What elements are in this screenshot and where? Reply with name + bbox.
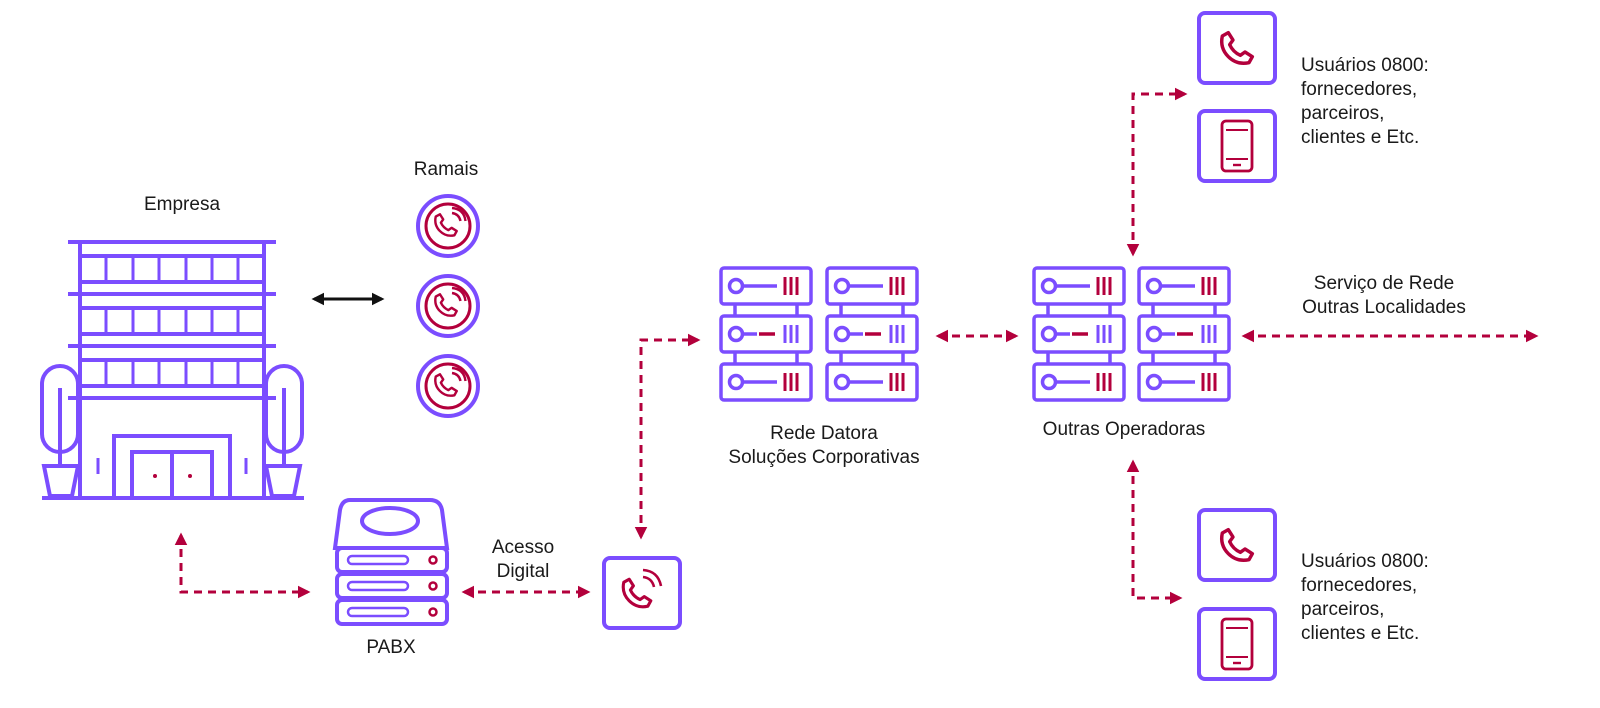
pabx-label: PABX: [366, 637, 416, 658]
operadoras-top-users-connector: [1126, 87, 1188, 257]
ramal-phone-icon: [418, 196, 478, 256]
server-rack-icon: [1032, 266, 1126, 402]
server-rack-icon: [719, 266, 813, 402]
pabx-icon: [332, 498, 450, 626]
usuarios-bottom-label: Usuários 0800:fornecedores,parceiros,cli…: [1301, 551, 1429, 644]
empresa-label: Empresa: [143, 194, 221, 215]
ramal-phone-icon: [418, 356, 478, 416]
building-pabx-connector: [174, 532, 311, 599]
server-rack-icon: [1137, 266, 1231, 402]
building-icon: [40, 240, 304, 500]
usuarios-top-label: Usuários 0800:fornecedores,parceiros,cli…: [1301, 55, 1429, 148]
digital-datora-connector: [634, 333, 701, 540]
ramal-phone-icon: [418, 276, 478, 336]
operadoras-bottom-users-connector: [1126, 459, 1183, 605]
digital-phone-icon: [602, 556, 682, 630]
mobile-icon: [1197, 109, 1277, 183]
ramais-label: Ramais: [413, 159, 479, 180]
server-rack-icon: [825, 266, 919, 402]
outras-operadoras-label: Outras Operadoras: [1042, 419, 1206, 440]
mobile-icon: [1197, 607, 1277, 681]
phone-icon: [1197, 508, 1277, 582]
phone-icon: [1197, 11, 1277, 85]
